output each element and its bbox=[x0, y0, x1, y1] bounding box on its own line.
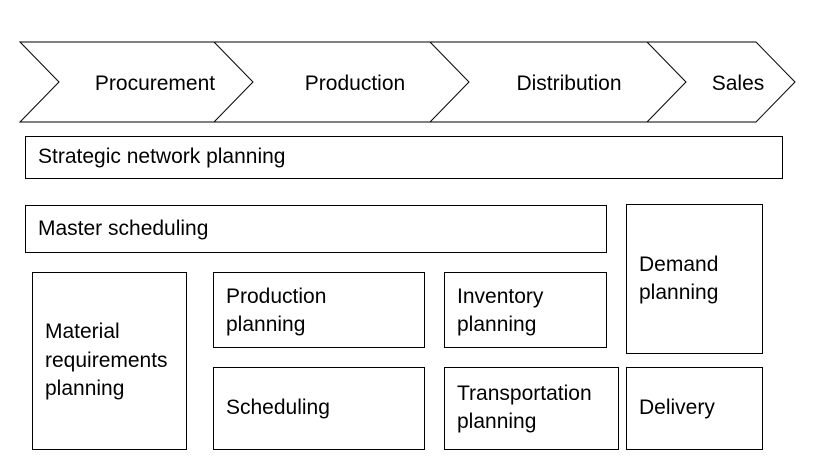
scheduling-box: Scheduling bbox=[213, 367, 425, 450]
strategic-network-planning-label: Strategic network planning bbox=[38, 145, 286, 169]
master-scheduling-label: Master scheduling bbox=[38, 216, 209, 240]
scheduling-label: Scheduling bbox=[226, 396, 330, 420]
chevron-sales-label: Sales bbox=[712, 72, 765, 95]
chevron-sales bbox=[645, 41, 796, 123]
transportation-planning-label: Transportation planning bbox=[457, 382, 592, 434]
demand-planning-label: Demand planning bbox=[639, 253, 719, 305]
production-planning-box: Production planning bbox=[213, 272, 425, 348]
transportation-planning-box: Transportation planning bbox=[444, 367, 619, 450]
delivery-box: Delivery bbox=[626, 367, 763, 450]
master-scheduling-box: Master scheduling bbox=[25, 205, 607, 253]
material-requirements-planning-label: Material requirements planning bbox=[45, 320, 168, 401]
process-chevrons: Procurement Production Distribution Sale… bbox=[18, 41, 796, 123]
inventory-planning-box: Inventory planning bbox=[444, 272, 607, 348]
chevron-procurement-label: Procurement bbox=[95, 72, 215, 95]
production-planning-label: Production planning bbox=[226, 285, 327, 337]
material-requirements-planning-box: Material requirements planning bbox=[32, 272, 187, 450]
chevron-distribution-label: Distribution bbox=[516, 72, 621, 95]
demand-planning-box: Demand planning bbox=[626, 204, 763, 354]
strategic-network-planning-box: Strategic network planning bbox=[25, 136, 783, 179]
delivery-label: Delivery bbox=[639, 396, 715, 420]
inventory-planning-label: Inventory planning bbox=[457, 285, 544, 337]
chevron-production-label: Production bbox=[305, 72, 405, 95]
